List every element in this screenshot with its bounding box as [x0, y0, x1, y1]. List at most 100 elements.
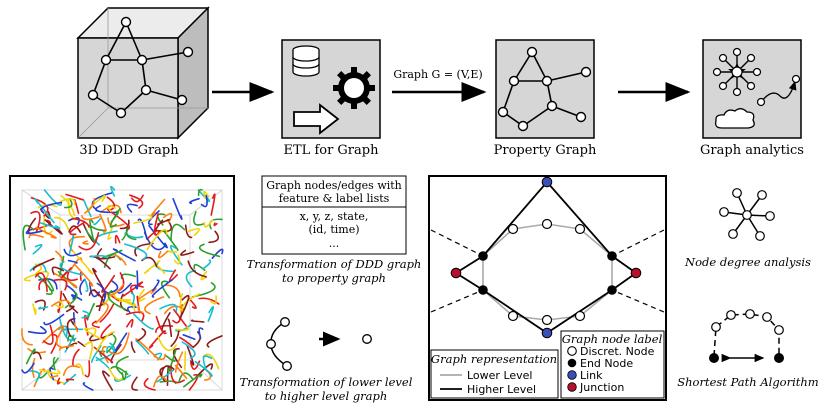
dislocation-line: [170, 223, 186, 242]
dislocation-line: [72, 312, 76, 325]
ddd-graph-nodes: [87, 16, 194, 119]
dislocation-line: [51, 266, 64, 276]
dislocation-line: [53, 272, 78, 288]
dislocation-line: [213, 222, 218, 227]
dislocation-line: [197, 188, 203, 196]
dislocation-line: [153, 353, 166, 361]
dislocation-line: [38, 279, 47, 291]
dislocation-line: [82, 240, 89, 245]
table-header-line1: Graph nodes/edges with: [266, 179, 402, 192]
dislocation-line: [107, 217, 125, 227]
dislocation-line: [134, 270, 139, 290]
dislocation-line: [130, 194, 144, 203]
dislocation-line: [117, 282, 132, 294]
dislocation-line: [118, 300, 136, 312]
legend-node-title: Graph node label: [562, 332, 663, 346]
dislocation-line: [62, 365, 80, 376]
dislocation-line: [57, 325, 69, 337]
dislocation-line: [108, 367, 124, 381]
dislocation-line: [89, 218, 95, 243]
dislocation-line: [38, 369, 61, 375]
dislocation-line: [156, 218, 170, 225]
dislocation-line: [65, 193, 84, 201]
dislocation-line: [39, 222, 61, 230]
legend-repr-title: Graph representation: [431, 352, 557, 366]
dislocation-line: [81, 310, 90, 319]
dislocation-line: [203, 190, 210, 199]
dislocation-line: [32, 244, 43, 255]
dislocation-line: [55, 250, 63, 261]
dislocation-line: [146, 229, 168, 251]
node-degree-icon: [719, 188, 775, 241]
property-label: Property Graph: [494, 143, 597, 158]
dislocation-line: [148, 330, 165, 349]
dislocation-line: [107, 227, 113, 240]
dislocation-line: [120, 273, 137, 280]
dislocation-line: [151, 278, 174, 298]
dislocation-line: [65, 378, 75, 382]
dislocation-line: [179, 295, 190, 320]
dislocation-line: [106, 334, 117, 354]
dislocation-line: [53, 278, 68, 291]
dislocation-line: [181, 293, 201, 314]
dislocation-line: [113, 332, 128, 355]
dislocation-line: [74, 264, 94, 287]
dislocation-line: [44, 219, 63, 235]
dislocation-line: [208, 230, 220, 244]
dislocation-line: [32, 351, 42, 360]
dislocation-line: [119, 219, 130, 230]
dislocation-line: [179, 293, 184, 313]
table-caption-line1: Transformation of DDD graph: [247, 257, 422, 271]
dislocation-line: [174, 351, 184, 373]
dislocation-line: [41, 325, 65, 344]
dislocation-line: [200, 270, 208, 281]
cloud-icon: [714, 108, 755, 129]
dislocation-line: [68, 225, 82, 234]
dislocation-line: [60, 194, 76, 217]
shortest-path-icon: [709, 309, 784, 363]
dislocation-line: [96, 282, 107, 303]
dislocation-line: [184, 351, 187, 371]
dislocation-line: [137, 305, 144, 314]
dislocation-line: [50, 299, 71, 307]
dislocation-line: [160, 280, 171, 299]
dislocation-line: [124, 243, 148, 260]
dislocation-line: [32, 257, 55, 271]
dislocation-line: [161, 312, 171, 333]
dislocation-line: [84, 278, 89, 292]
dislocation-line: [131, 376, 138, 391]
dislocation-line: [206, 335, 223, 348]
table-row2: (id, time): [308, 223, 359, 236]
etl-box: [281, 39, 381, 139]
dislocation-line: [93, 217, 102, 226]
dislocation-line: [102, 370, 114, 391]
dislocation-line: [130, 292, 135, 305]
dislocation-line: [126, 203, 138, 213]
dislocation-line: [180, 249, 195, 256]
dislocation-line: [187, 260, 207, 278]
dislocation-line: [43, 189, 63, 206]
dislocation-line: [93, 346, 114, 364]
dislocation-line: [31, 357, 36, 379]
dislocation-line: [202, 355, 213, 372]
dislocation-line: [207, 305, 215, 322]
dislocation-line: [75, 363, 84, 376]
dislocation-line: [107, 290, 127, 311]
dislocation-line: [101, 274, 116, 293]
dislocation-line: [121, 370, 127, 381]
dislocation-line: [155, 315, 167, 335]
dislocation-line: [23, 272, 40, 282]
dislocation-line: [198, 297, 220, 305]
dislocation-line: [183, 373, 203, 388]
dislocation-line: [167, 318, 173, 338]
dislocation-line: [108, 332, 130, 355]
dislocation-line: [151, 279, 160, 292]
dislocation-line: [203, 219, 214, 228]
dislocation-line: [184, 224, 193, 239]
dislocation-line: [106, 345, 116, 353]
dislocation-line: [158, 250, 169, 259]
representation-diagram: [428, 175, 667, 401]
dislocation-line: [59, 197, 76, 206]
dislocation-line: [57, 290, 63, 314]
dislocation-line: [59, 261, 83, 276]
